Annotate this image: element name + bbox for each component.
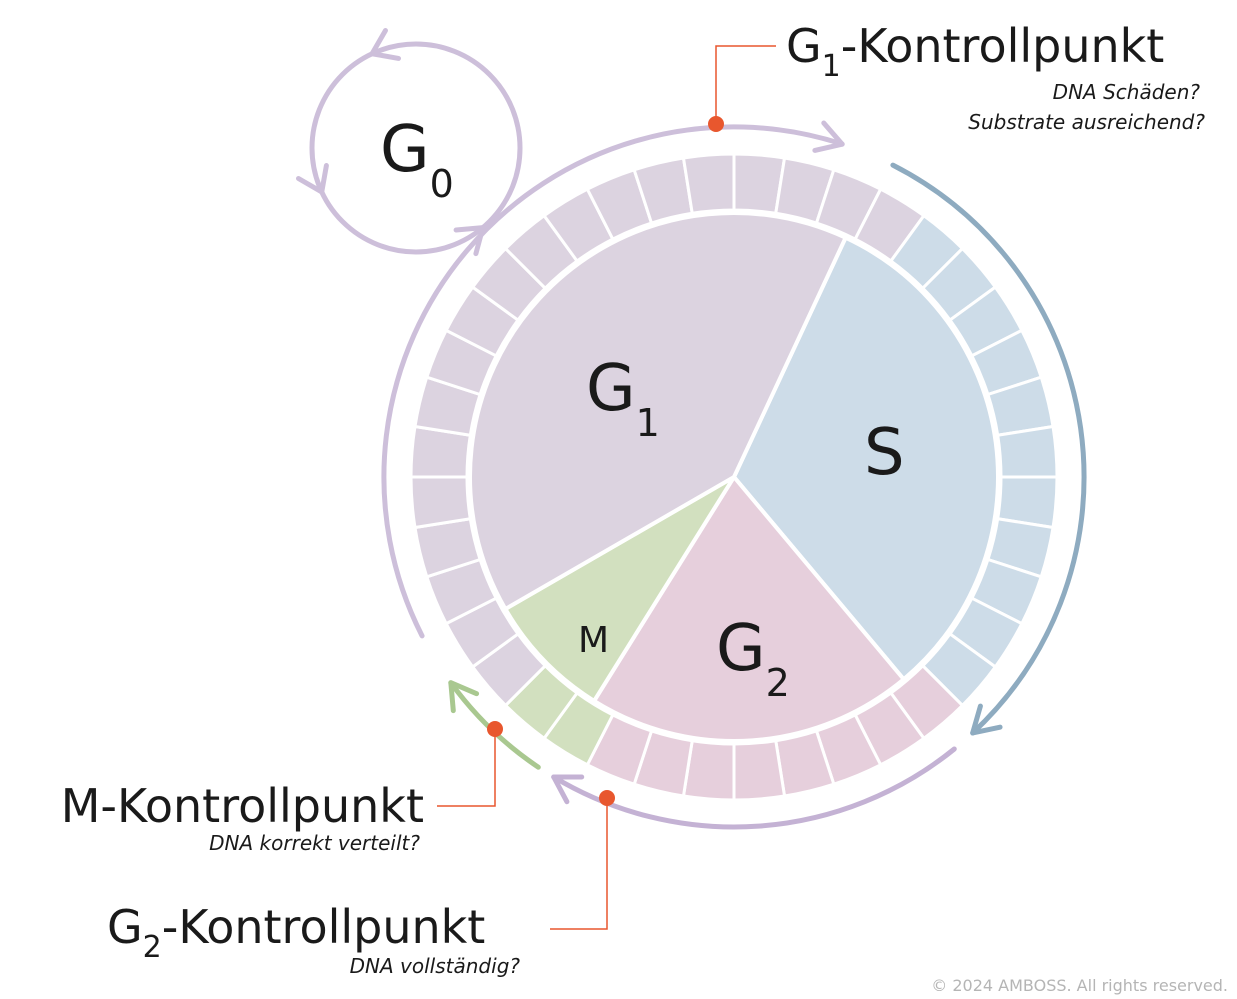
g1-checkpoint-leader — [715, 45, 776, 124]
g1-arrow-head — [812, 120, 845, 153]
s-arrow — [890, 162, 1087, 736]
g1-checkpoint-question-1: DNA Schäden? — [1053, 80, 1201, 104]
m-arrow-head — [448, 680, 480, 714]
m-phase-label: M — [578, 620, 609, 661]
m-checkpoint-dot — [487, 721, 503, 737]
s-sector — [732, 235, 1000, 682]
g1-checkpoint-dot — [708, 116, 724, 132]
g2-arrow-head — [551, 774, 585, 805]
g2-checkpoint-title: G2-Kontrollpunkt — [107, 900, 485, 965]
copyright: © 2024 AMBOSS. All rights reserved. — [931, 976, 1228, 995]
g1-sector — [468, 211, 848, 611]
m-checkpoint-leader — [437, 729, 496, 807]
g1-phase-label: G1 — [586, 352, 660, 445]
phase-pie — [468, 211, 1000, 743]
m-checkpoint-question: DNA korrekt verteilt? — [209, 831, 420, 855]
segment-ring — [409, 152, 1059, 802]
g0-arrow-head — [369, 27, 401, 61]
s-arrow-head — [970, 703, 1003, 736]
ring-segment — [681, 152, 736, 216]
ring-segment — [995, 424, 1059, 479]
g2-checkpoint-leader — [550, 798, 608, 930]
ring-segment — [732, 738, 787, 802]
g1-checkpoint-title: G1-Kontrollpunkt — [786, 19, 1164, 84]
g0-label: G0 — [380, 113, 454, 206]
g2-checkpoint-dot — [599, 790, 615, 806]
m-sector — [503, 475, 736, 703]
s-phase-label: S — [864, 416, 905, 490]
g1-checkpoint-question-2: Substrate ausreichend? — [968, 110, 1205, 134]
checkpoint-leaders — [437, 45, 776, 930]
g0-arrow-head — [453, 225, 486, 257]
m-checkpoint-title: M-Kontrollpunkt — [61, 779, 424, 833]
g2-checkpoint-question: DNA vollständig? — [350, 954, 521, 978]
g2-sector — [592, 475, 906, 743]
ring-segment — [409, 475, 473, 530]
g2-phase-label: G2 — [716, 612, 790, 705]
g0-circle — [309, 41, 523, 255]
g0-loop — [295, 27, 523, 257]
g0-arrow-head — [295, 163, 329, 195]
